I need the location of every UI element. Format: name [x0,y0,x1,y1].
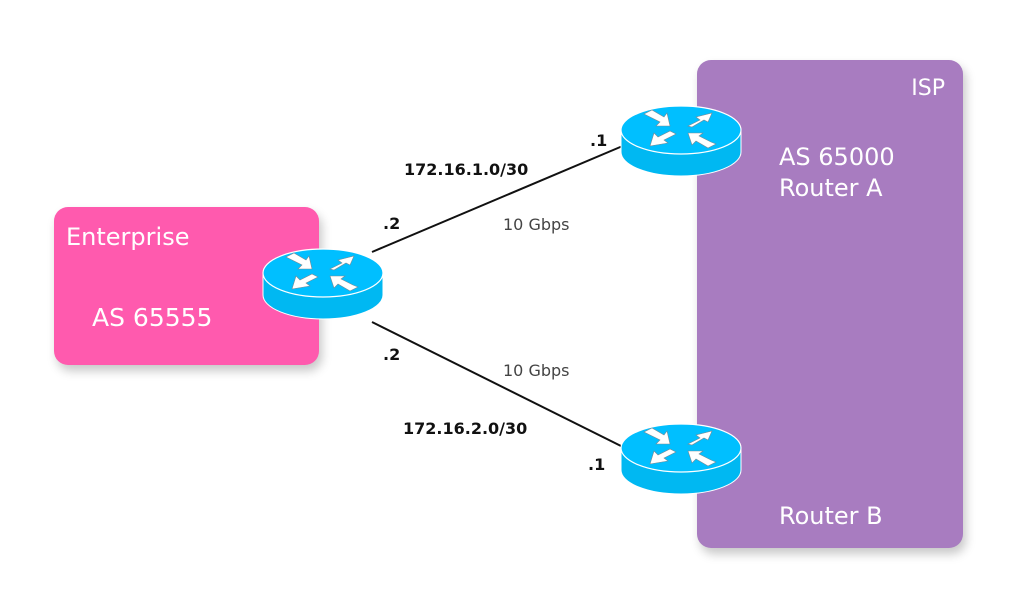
link-2-enterprise-ip: .2 [383,345,401,364]
link-1-speed: 10 Gbps [503,215,570,234]
link-1-subnet: 172.16.1.0/30 [404,160,529,179]
link-2-subnet: 172.16.2.0/30 [403,419,528,438]
enterprise-title: Enterprise [66,223,190,251]
isp-router-a-label: AS 65000 Router A [779,142,895,204]
link-2-speed: 10 Gbps [503,361,570,380]
router-a-name: Router A [779,174,883,202]
link-1-isp-ip: .1 [590,131,608,150]
isp-title: ISP [911,76,945,101]
router-b-name: Router B [779,502,883,530]
link-1-enterprise-ip: .2 [383,214,401,233]
link-1-line [371,144,626,253]
link-2-line [371,321,626,449]
enterprise-router-icon[interactable] [260,243,386,325]
enterprise-as-number: AS 65555 [92,303,213,332]
isp-as-number: AS 65000 [779,143,895,171]
router-a-icon[interactable] [618,100,744,182]
router-b-icon[interactable] [618,418,744,500]
link-2-isp-ip: .1 [588,455,606,474]
